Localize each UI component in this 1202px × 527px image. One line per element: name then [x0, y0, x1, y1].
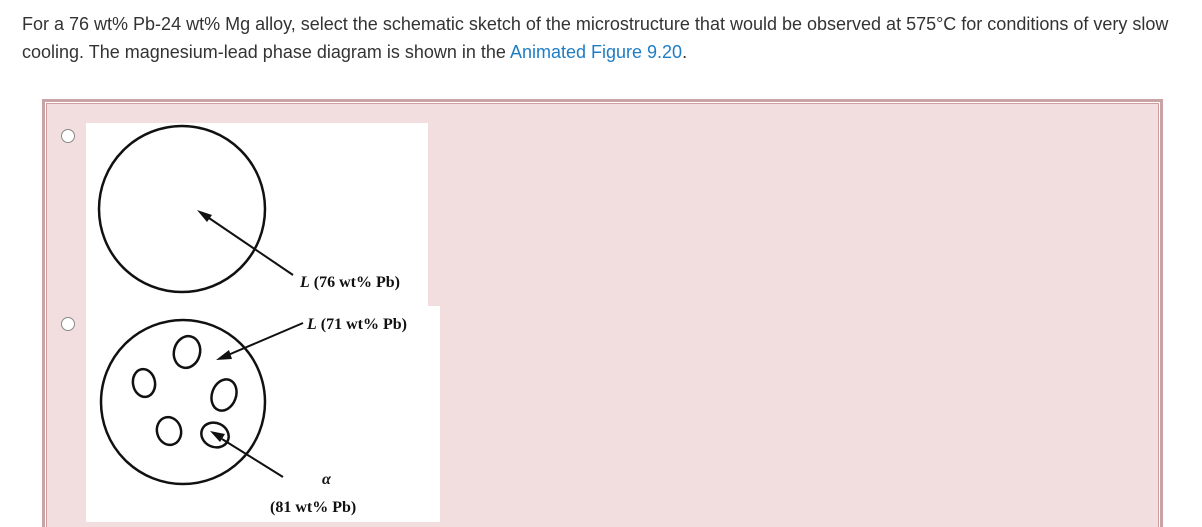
phase-symbol: L	[299, 274, 310, 291]
option-2-radio[interactable]	[61, 317, 75, 331]
grain-circle	[97, 124, 267, 294]
liquid-phase-symbol: L	[306, 316, 317, 333]
alpha-particle	[155, 415, 183, 447]
arrow-head	[197, 210, 212, 222]
option-1-microstructure-sketch: L (76 wt% Pb)	[97, 124, 400, 294]
phase-composition: (76 wt% Pb)	[310, 274, 400, 291]
option-1-radio[interactable]	[61, 129, 75, 143]
question-body: For a 76 wt% Pb-24 wt% Mg alloy, select …	[22, 14, 1169, 62]
liquid-leader-line	[227, 322, 304, 356]
option-1-label: L (76 wt% Pb)	[299, 274, 400, 291]
question-end: .	[682, 42, 688, 62]
alpha-particle	[172, 334, 202, 370]
grain-circle	[99, 318, 267, 486]
alpha-arrow-head	[210, 431, 225, 442]
question-text: For a 76 wt% Pb-24 wt% Mg alloy, select …	[22, 10, 1197, 66]
liquid-composition: (71 wt% Pb)	[317, 316, 407, 333]
liquid-arrow-head	[216, 350, 232, 360]
alpha-phase-symbol: α	[322, 471, 332, 488]
alpha-leader-line	[221, 438, 284, 478]
leader-line	[205, 215, 294, 276]
option-2-microstructure-sketch: L (71 wt% Pb) α (81 wt% Pb)	[99, 316, 407, 516]
option-2-image[interactable]: L (71 wt% Pb) α (81 wt% Pb)	[86, 306, 440, 522]
option-1-image[interactable]: L (76 wt% Pb)	[86, 123, 428, 306]
alpha-particle	[131, 367, 157, 399]
liquid-label: L (71 wt% Pb)	[306, 316, 407, 333]
animated-figure-link[interactable]: Animated Figure 9.20	[509, 42, 683, 62]
alpha-particle	[200, 421, 230, 449]
alpha-particle	[210, 378, 238, 412]
alpha-composition: (81 wt% Pb)	[270, 499, 356, 516]
